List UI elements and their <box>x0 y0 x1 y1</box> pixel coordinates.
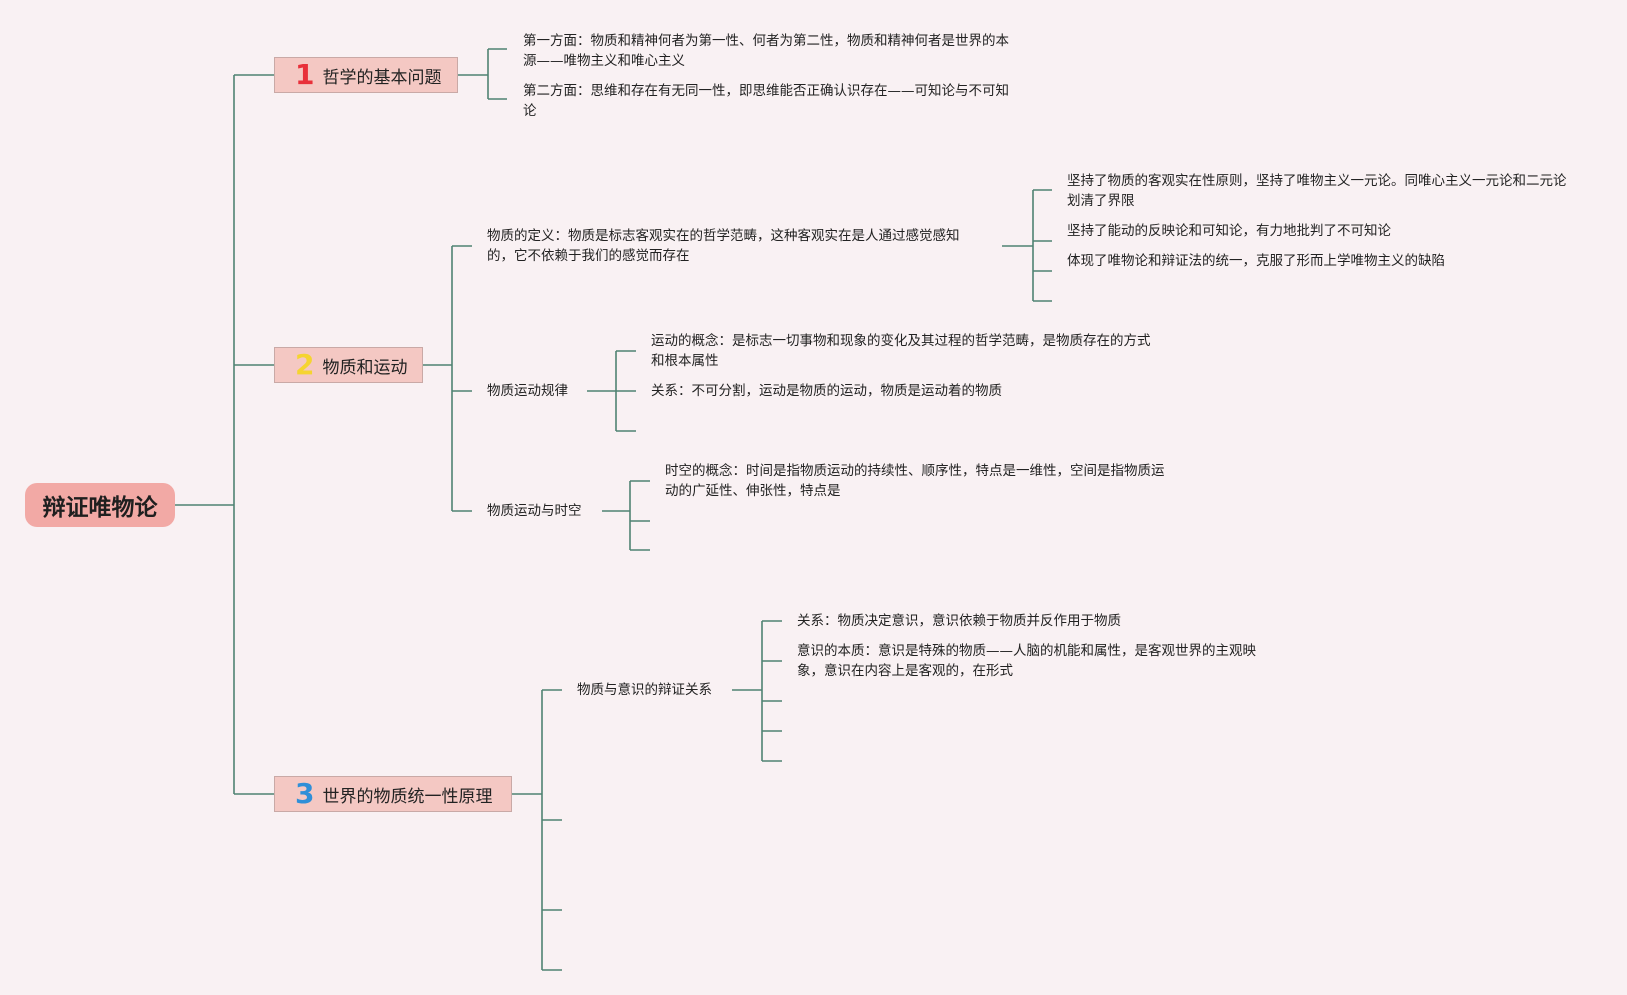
topic-node-2[interactable]: 2 物质和运动 <box>274 347 423 383</box>
subtopic-node[interactable]: 物质与意识的辩证关系 <box>577 682 712 698</box>
leaf-node[interactable]: 关系：物质决定意识，意识依赖于物质并反作用于物质 <box>797 613 1121 629</box>
leaf-node[interactable]: 坚持了能动的反映论和可知论，有力地批判了不可知论 <box>1067 223 1391 239</box>
topic-label-2: 物质和运动 <box>322 357 408 378</box>
subtopic-node[interactable]: 物质的定义：物质是标志客观实在的哲学范畴，这种客观实在是人通过感觉感知的，它不依… <box>487 228 960 264</box>
subtopic-node[interactable]: 物质运动规律 <box>487 383 568 399</box>
root-label: 辩证唯物论 <box>42 495 158 521</box>
leaf-node[interactable]: 时空的概念：时间是指物质运动的持续性、顺序性，特点是一维性，空间是指物质运动的广… <box>665 463 1165 499</box>
leaf-node[interactable]: 运动的概念：是标志一切事物和现象的变化及其过程的哲学范畴，是物质存在的方式和根本… <box>651 333 1151 369</box>
topic-node-3[interactable]: 3 世界的物质统一性原理 <box>274 776 512 812</box>
leaf-node[interactable]: 意识的本质：意识是特殊的物质——人脑的机能和属性，是客观世界的主观映象，意识在内… <box>797 643 1256 679</box>
root-node[interactable]: 辩证唯物论 <box>25 483 175 527</box>
topic-number-2: 2 <box>295 348 315 381</box>
leaf-node[interactable]: 第一方面：物质和精神何者为第一性、何者为第二性，物质和精神何者是世界的本源——唯… <box>523 33 1009 69</box>
leaf-node[interactable]: 关系：不可分割，运动是物质的运动，物质是运动着的物质 <box>651 383 1002 399</box>
topic-number-1: 1 <box>295 58 315 91</box>
topic-number-3: 3 <box>295 777 315 810</box>
topic-label-1: 哲学的基本问题 <box>322 67 442 88</box>
leaf-node[interactable]: 第二方面：思维和存在有无同一性，即思维能否正确认识存在——可知论与不可知论 <box>523 83 1009 119</box>
leaf-node[interactable]: 坚持了物质的客观实在性原则，坚持了唯物主义一元论。同唯心主义一元论和二元论划清了… <box>1067 173 1567 209</box>
topic-node-1[interactable]: 1 哲学的基本问题 <box>274 57 458 93</box>
topic-label-3: 世界的物质统一性原理 <box>322 786 493 807</box>
subtopic-node[interactable]: 物质运动与时空 <box>487 503 582 519</box>
leaf-node[interactable]: 体现了唯物论和辩证法的统一，克服了形而上学唯物主义的缺陷 <box>1067 253 1445 269</box>
